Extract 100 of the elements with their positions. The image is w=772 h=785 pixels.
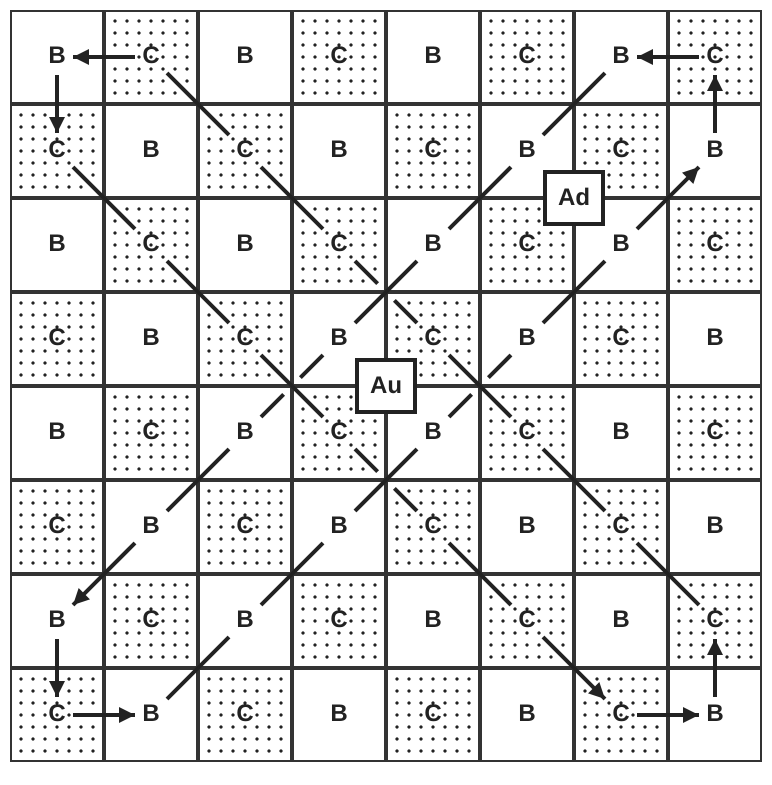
connector-line bbox=[392, 298, 418, 324]
label-box: Au bbox=[355, 358, 417, 414]
site-letter: B bbox=[702, 512, 728, 542]
arrow bbox=[542, 636, 606, 700]
site-letter: B bbox=[514, 324, 540, 354]
site-letter: C bbox=[514, 606, 540, 636]
site-letter: B bbox=[138, 700, 164, 730]
connector-line bbox=[448, 166, 512, 230]
site-letter: B bbox=[138, 512, 164, 542]
site-letter: C bbox=[608, 700, 634, 730]
connector-line bbox=[448, 542, 512, 606]
site-letter: C bbox=[326, 606, 352, 636]
site-letter: B bbox=[514, 136, 540, 166]
site-letter: C bbox=[232, 324, 258, 354]
site-letter: C bbox=[420, 136, 446, 166]
site-letter: B bbox=[232, 606, 258, 636]
connector-line bbox=[448, 354, 512, 418]
connector-line bbox=[298, 354, 324, 380]
site-letter: B bbox=[702, 324, 728, 354]
site-letter: C bbox=[326, 42, 352, 72]
arrow bbox=[707, 75, 723, 133]
site-letter: B bbox=[326, 700, 352, 730]
site-letter: C bbox=[44, 512, 70, 542]
arrow bbox=[73, 707, 135, 723]
site-letter: C bbox=[702, 230, 728, 260]
site-letter: C bbox=[514, 418, 540, 448]
connector-line bbox=[354, 260, 418, 324]
arrow bbox=[49, 639, 65, 697]
site-letter: B bbox=[608, 418, 634, 448]
site-letter: C bbox=[44, 700, 70, 730]
site-letter: B bbox=[702, 700, 728, 730]
site-letter: C bbox=[326, 418, 352, 448]
site-letter: C bbox=[138, 230, 164, 260]
site-letter: B bbox=[608, 230, 634, 260]
site-letter: B bbox=[138, 136, 164, 166]
site-letter: B bbox=[514, 512, 540, 542]
site-letter: B bbox=[514, 700, 540, 730]
site-letter: C bbox=[420, 700, 446, 730]
site-letter: C bbox=[608, 324, 634, 354]
site-letter: C bbox=[138, 42, 164, 72]
site-letter: B bbox=[44, 42, 70, 72]
site-letter: C bbox=[326, 230, 352, 260]
site-letter: C bbox=[702, 418, 728, 448]
connector-line bbox=[392, 486, 418, 512]
site-letter: B bbox=[326, 512, 352, 542]
site-letter: C bbox=[702, 606, 728, 636]
connector-line bbox=[166, 636, 230, 700]
site-letter: C bbox=[608, 136, 634, 166]
connector-line bbox=[260, 392, 286, 418]
connector-line bbox=[542, 72, 606, 136]
connector-line bbox=[260, 166, 324, 230]
site-letter: B bbox=[232, 42, 258, 72]
site-letter: B bbox=[232, 230, 258, 260]
connector-line bbox=[260, 542, 324, 606]
connector-line bbox=[448, 392, 474, 418]
site-letter: C bbox=[608, 512, 634, 542]
connector-line bbox=[166, 448, 230, 512]
site-letter: C bbox=[44, 324, 70, 354]
site-letter: C bbox=[420, 512, 446, 542]
site-letter: B bbox=[420, 418, 446, 448]
site-letter: B bbox=[702, 136, 728, 166]
site-letter: B bbox=[44, 230, 70, 260]
site-letter: C bbox=[702, 42, 728, 72]
arrow bbox=[637, 707, 699, 723]
arrow bbox=[636, 166, 700, 230]
arrow bbox=[637, 49, 699, 65]
site-letter: C bbox=[420, 324, 446, 354]
site-letter: B bbox=[44, 606, 70, 636]
connector-line bbox=[636, 542, 700, 606]
site-letter: C bbox=[44, 136, 70, 166]
label-box: Ad bbox=[543, 170, 605, 226]
site-letter: B bbox=[420, 606, 446, 636]
site-letter: C bbox=[232, 700, 258, 730]
site-letter: C bbox=[232, 512, 258, 542]
arrow bbox=[49, 75, 65, 133]
site-letter: C bbox=[138, 418, 164, 448]
connector-line bbox=[166, 72, 230, 136]
connector-line bbox=[72, 166, 136, 230]
site-letter: B bbox=[326, 136, 352, 166]
site-letter: B bbox=[608, 42, 634, 72]
connector-line bbox=[354, 448, 418, 512]
site-letter: C bbox=[138, 606, 164, 636]
site-letter: B bbox=[138, 324, 164, 354]
arrow bbox=[73, 49, 135, 65]
connector-line bbox=[354, 260, 380, 286]
site-letter: B bbox=[608, 606, 634, 636]
connector-line bbox=[542, 448, 606, 512]
connector-line bbox=[166, 260, 230, 324]
site-letter: B bbox=[326, 324, 352, 354]
arrow bbox=[707, 639, 723, 697]
site-letter: C bbox=[232, 136, 258, 166]
site-letter: C bbox=[514, 42, 540, 72]
site-letter: B bbox=[420, 230, 446, 260]
site-letter: B bbox=[44, 418, 70, 448]
connector-line bbox=[542, 260, 606, 324]
connector-line bbox=[486, 354, 512, 380]
connector-line bbox=[354, 448, 380, 474]
site-letter: B bbox=[420, 42, 446, 72]
site-letter: B bbox=[232, 418, 258, 448]
site-letter: C bbox=[514, 230, 540, 260]
